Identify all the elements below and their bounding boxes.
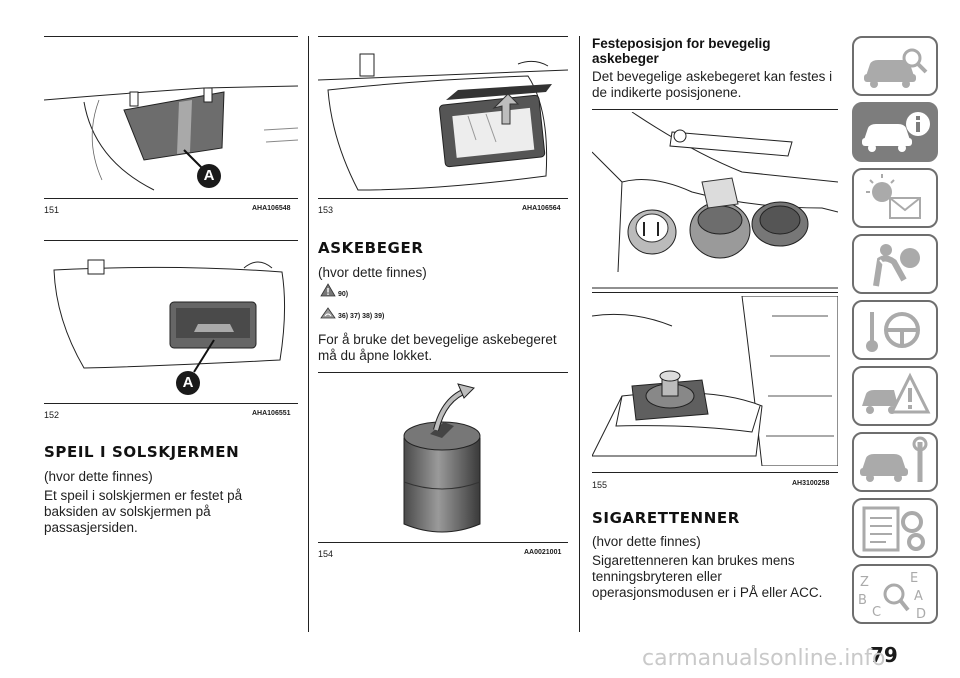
figure-152-sunvisor-mirror <box>53 259 286 373</box>
lighter-body-line-1: Sigarettenneren kan brukes mens <box>592 553 795 568</box>
column-divider-2 <box>579 36 580 632</box>
figure-154-top-rule <box>318 372 568 373</box>
figure-152-top-rule <box>44 240 298 241</box>
tab-starting-driving[interactable] <box>852 300 938 360</box>
figure-153-number: 153 <box>318 205 334 215</box>
figure-152-callout-a: A <box>176 371 200 395</box>
figure-153-code: AHA106564 <box>522 205 561 212</box>
lighter-body-line-3: operasjonsmodusen er i PÅ eller ACC. <box>592 585 823 600</box>
figure-151-code: AHA106548 <box>252 205 291 212</box>
svg-text:E: E <box>910 571 918 586</box>
column-divider-1 <box>308 36 309 632</box>
figure-154-bottom-rule <box>318 542 568 543</box>
alphabet-index-icon: Z E B C A D <box>858 571 926 622</box>
ashtray-position-body-line-1: Det bevegelige askebegeret kan festes i <box>592 69 833 84</box>
svg-text:D: D <box>916 607 926 622</box>
figure-155-code: AH3100258 <box>792 480 830 487</box>
figure-153-bottom-rule <box>318 198 568 199</box>
svg-text:Z: Z <box>860 575 869 590</box>
figure-154-code: AA0021001 <box>524 549 562 556</box>
warning-reference-1: 90) <box>338 291 349 298</box>
ashtray-subtitle: (hvor dette finnes) <box>318 265 427 280</box>
figure-152-code: AHA106551 <box>252 410 291 417</box>
mirror-subtitle: (hvor dette finnes) <box>44 469 153 484</box>
warning-icon <box>320 283 336 297</box>
car-warning-icon <box>862 372 931 414</box>
svg-text:C: C <box>872 605 881 620</box>
figure-152-number: 152 <box>44 410 60 420</box>
svg-text:A: A <box>914 589 923 604</box>
ashtray-body-line-2: må du åpne lokket. <box>318 348 433 363</box>
svg-text:B: B <box>858 593 867 608</box>
figure-154-portable-ashtray <box>403 383 481 533</box>
figure-151-top-rule <box>44 36 298 37</box>
car-wrench-icon <box>860 436 928 482</box>
figure-153-sunvisor-vanity-mirror <box>318 53 568 191</box>
light-message-icon <box>866 174 921 219</box>
tab-getting-to-know-car[interactable] <box>852 36 938 96</box>
specs-gear-icon <box>862 506 925 552</box>
mirror-body-line-3: passasjersiden. <box>44 520 138 535</box>
seat-belt-airbag-icon <box>873 244 920 287</box>
warning-reference-2: 36) 37) 38) 39) <box>338 313 385 320</box>
tab-index[interactable]: Z E B C A D <box>852 564 938 624</box>
figure-151-bottom-rule <box>44 198 298 199</box>
figure-155-center-console <box>592 296 838 466</box>
page-number: 79 <box>870 643 898 667</box>
figure-155-ashtray-positions <box>592 112 838 289</box>
section-heading-ashtray: ASKEBEGER <box>318 239 424 257</box>
mirror-body-line-1: Et speil i solskjermen er festet på <box>44 488 243 503</box>
tab-maintenance[interactable] <box>852 432 938 492</box>
figure-155-mid-rule <box>592 292 838 293</box>
figure-151-callout-a: A <box>197 164 221 188</box>
figure-155-bottom-rule <box>592 472 838 473</box>
ashtray-position-heading-line-2: askebeger <box>592 51 659 66</box>
ashtray-position-body-line-2: de indikerte posisjonene. <box>592 85 742 100</box>
figure-153-top-rule <box>318 36 568 37</box>
figure-152-bottom-rule <box>44 403 298 404</box>
car-info-icon <box>862 112 930 152</box>
figure-155-number: 155 <box>592 480 608 490</box>
tab-technical-data[interactable] <box>852 498 938 558</box>
figure-151-number: 151 <box>44 205 60 215</box>
section-heading-cigarette-lighter: SIGARETTENNER <box>592 509 740 527</box>
lighter-subtitle: (hvor dette finnes) <box>592 534 701 549</box>
ashtray-position-heading-line-1: Festeposisjon for bevegelig <box>592 36 771 51</box>
tab-vehicle-info[interactable] <box>852 102 938 162</box>
figure-155-top-rule <box>592 109 838 110</box>
tab-lights-messages[interactable] <box>852 168 938 228</box>
car-search-icon <box>864 48 928 88</box>
caution-icon <box>320 307 336 319</box>
figure-151-sunvisor-mirror <box>44 85 298 191</box>
mirror-body-line-2: baksiden av solskjermen på <box>44 504 211 519</box>
key-steering-wheel-icon <box>866 312 920 352</box>
watermark: carmanualsonline.info <box>642 646 886 671</box>
tab-safety[interactable] <box>852 234 938 294</box>
figure-154-number: 154 <box>318 549 334 559</box>
ashtray-body-line-1: For å bruke det bevegelige askebegeret <box>318 332 557 347</box>
tab-emergency[interactable] <box>852 366 938 426</box>
section-heading-mirror: SPEIL I SOLSKJERMEN <box>44 443 240 461</box>
lighter-body-line-2: tenningsbryteren eller <box>592 569 722 584</box>
